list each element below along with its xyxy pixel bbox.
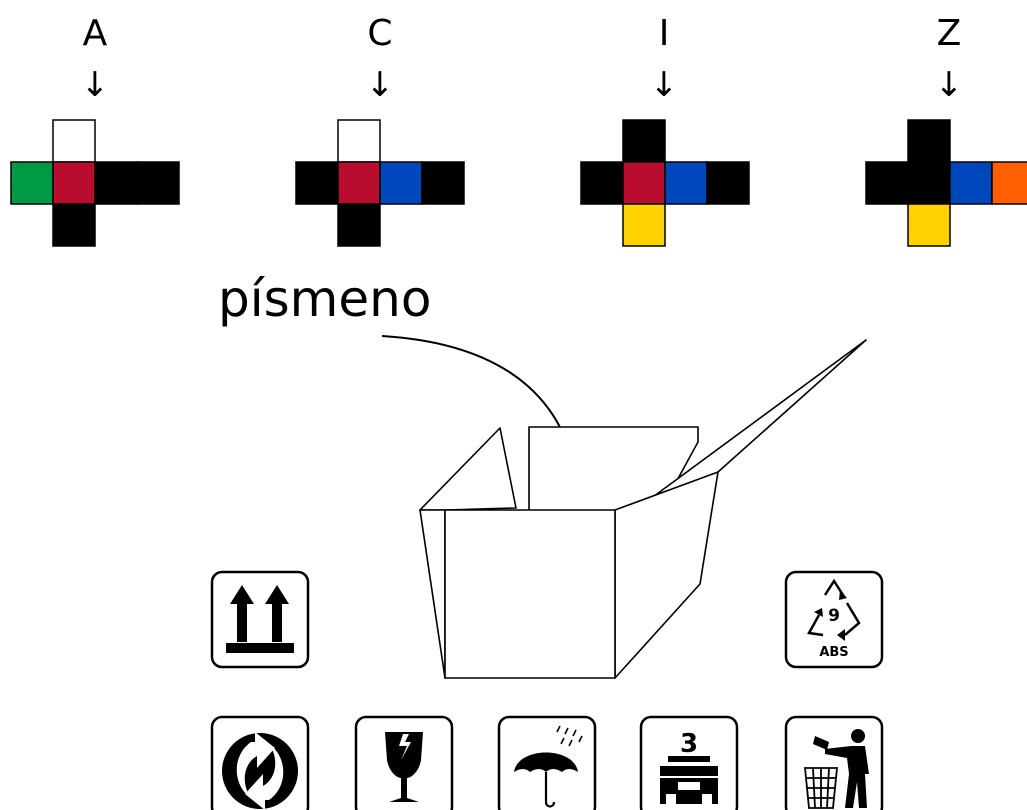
- net-cell-right1: [94, 161, 138, 205]
- recycling-code: 9: [828, 606, 840, 626]
- open-box-illustration: [419, 339, 867, 679]
- letter-group-i: I ↓: [580, 13, 750, 247]
- recycling-material: ABS: [819, 645, 848, 660]
- net-cell-right2: [136, 161, 180, 205]
- box-front-face: [444, 509, 616, 679]
- net-cell-right2: [421, 161, 465, 205]
- net-cell-top: [52, 119, 96, 163]
- box-left-flap: [419, 427, 517, 511]
- net-cell-left: [865, 161, 909, 205]
- letter-label: A: [83, 13, 108, 54]
- net-cell-right2: [991, 161, 1027, 205]
- down-arrow: ↓: [650, 65, 679, 105]
- this-way-up-icon: [210, 570, 310, 669]
- letter-label: I: [659, 13, 670, 54]
- letter-group-z: Z ↓: [865, 13, 1027, 247]
- keep-dry-umbrella-icon: [497, 715, 597, 810]
- letter-label: Z: [937, 13, 962, 54]
- net-cell-left: [580, 161, 624, 205]
- down-arrow: ↓: [81, 65, 110, 105]
- net-cell-left: [295, 161, 339, 205]
- net-cell-right2: [706, 161, 750, 205]
- net-cell-center: [622, 161, 666, 205]
- net-cell-right1: [664, 161, 708, 205]
- cube-net: [580, 119, 750, 247]
- stacking-limit-number: 3: [680, 729, 698, 759]
- letter-label: C: [367, 13, 392, 54]
- net-cell-left: [10, 161, 54, 205]
- recycling-abs-icon: 9 ABS: [784, 570, 884, 669]
- letter-group-c: C ↓: [295, 13, 465, 247]
- net-cell-center: [907, 161, 951, 205]
- net-cell-top: [907, 119, 951, 163]
- stacking-limit-icon: 3: [639, 715, 739, 810]
- net-cell-center: [337, 161, 381, 205]
- down-arrow: ↓: [935, 65, 964, 105]
- net-cell-bottom: [907, 203, 951, 247]
- net-cell-right1: [949, 161, 993, 205]
- net-cell-top: [622, 119, 666, 163]
- box-left-side: [419, 509, 446, 679]
- box-label: písmeno: [218, 270, 431, 328]
- cube-net: [10, 119, 180, 247]
- net-cell-bottom: [52, 203, 96, 247]
- cube-net: [865, 119, 1027, 247]
- letter-group-a: A ↓: [10, 13, 180, 247]
- net-cell-center: [52, 161, 96, 205]
- net-cell-bottom: [622, 203, 666, 247]
- box-right-flap: [641, 339, 867, 506]
- net-cell-top: [337, 119, 381, 163]
- green-dot-icon: [210, 715, 310, 810]
- cube-net: [295, 119, 465, 247]
- down-arrow: ↓: [366, 65, 395, 105]
- fragile-glass-icon: [354, 715, 454, 810]
- net-cell-bottom: [337, 203, 381, 247]
- net-cell-right1: [379, 161, 423, 205]
- tidyman-icon: [784, 715, 884, 810]
